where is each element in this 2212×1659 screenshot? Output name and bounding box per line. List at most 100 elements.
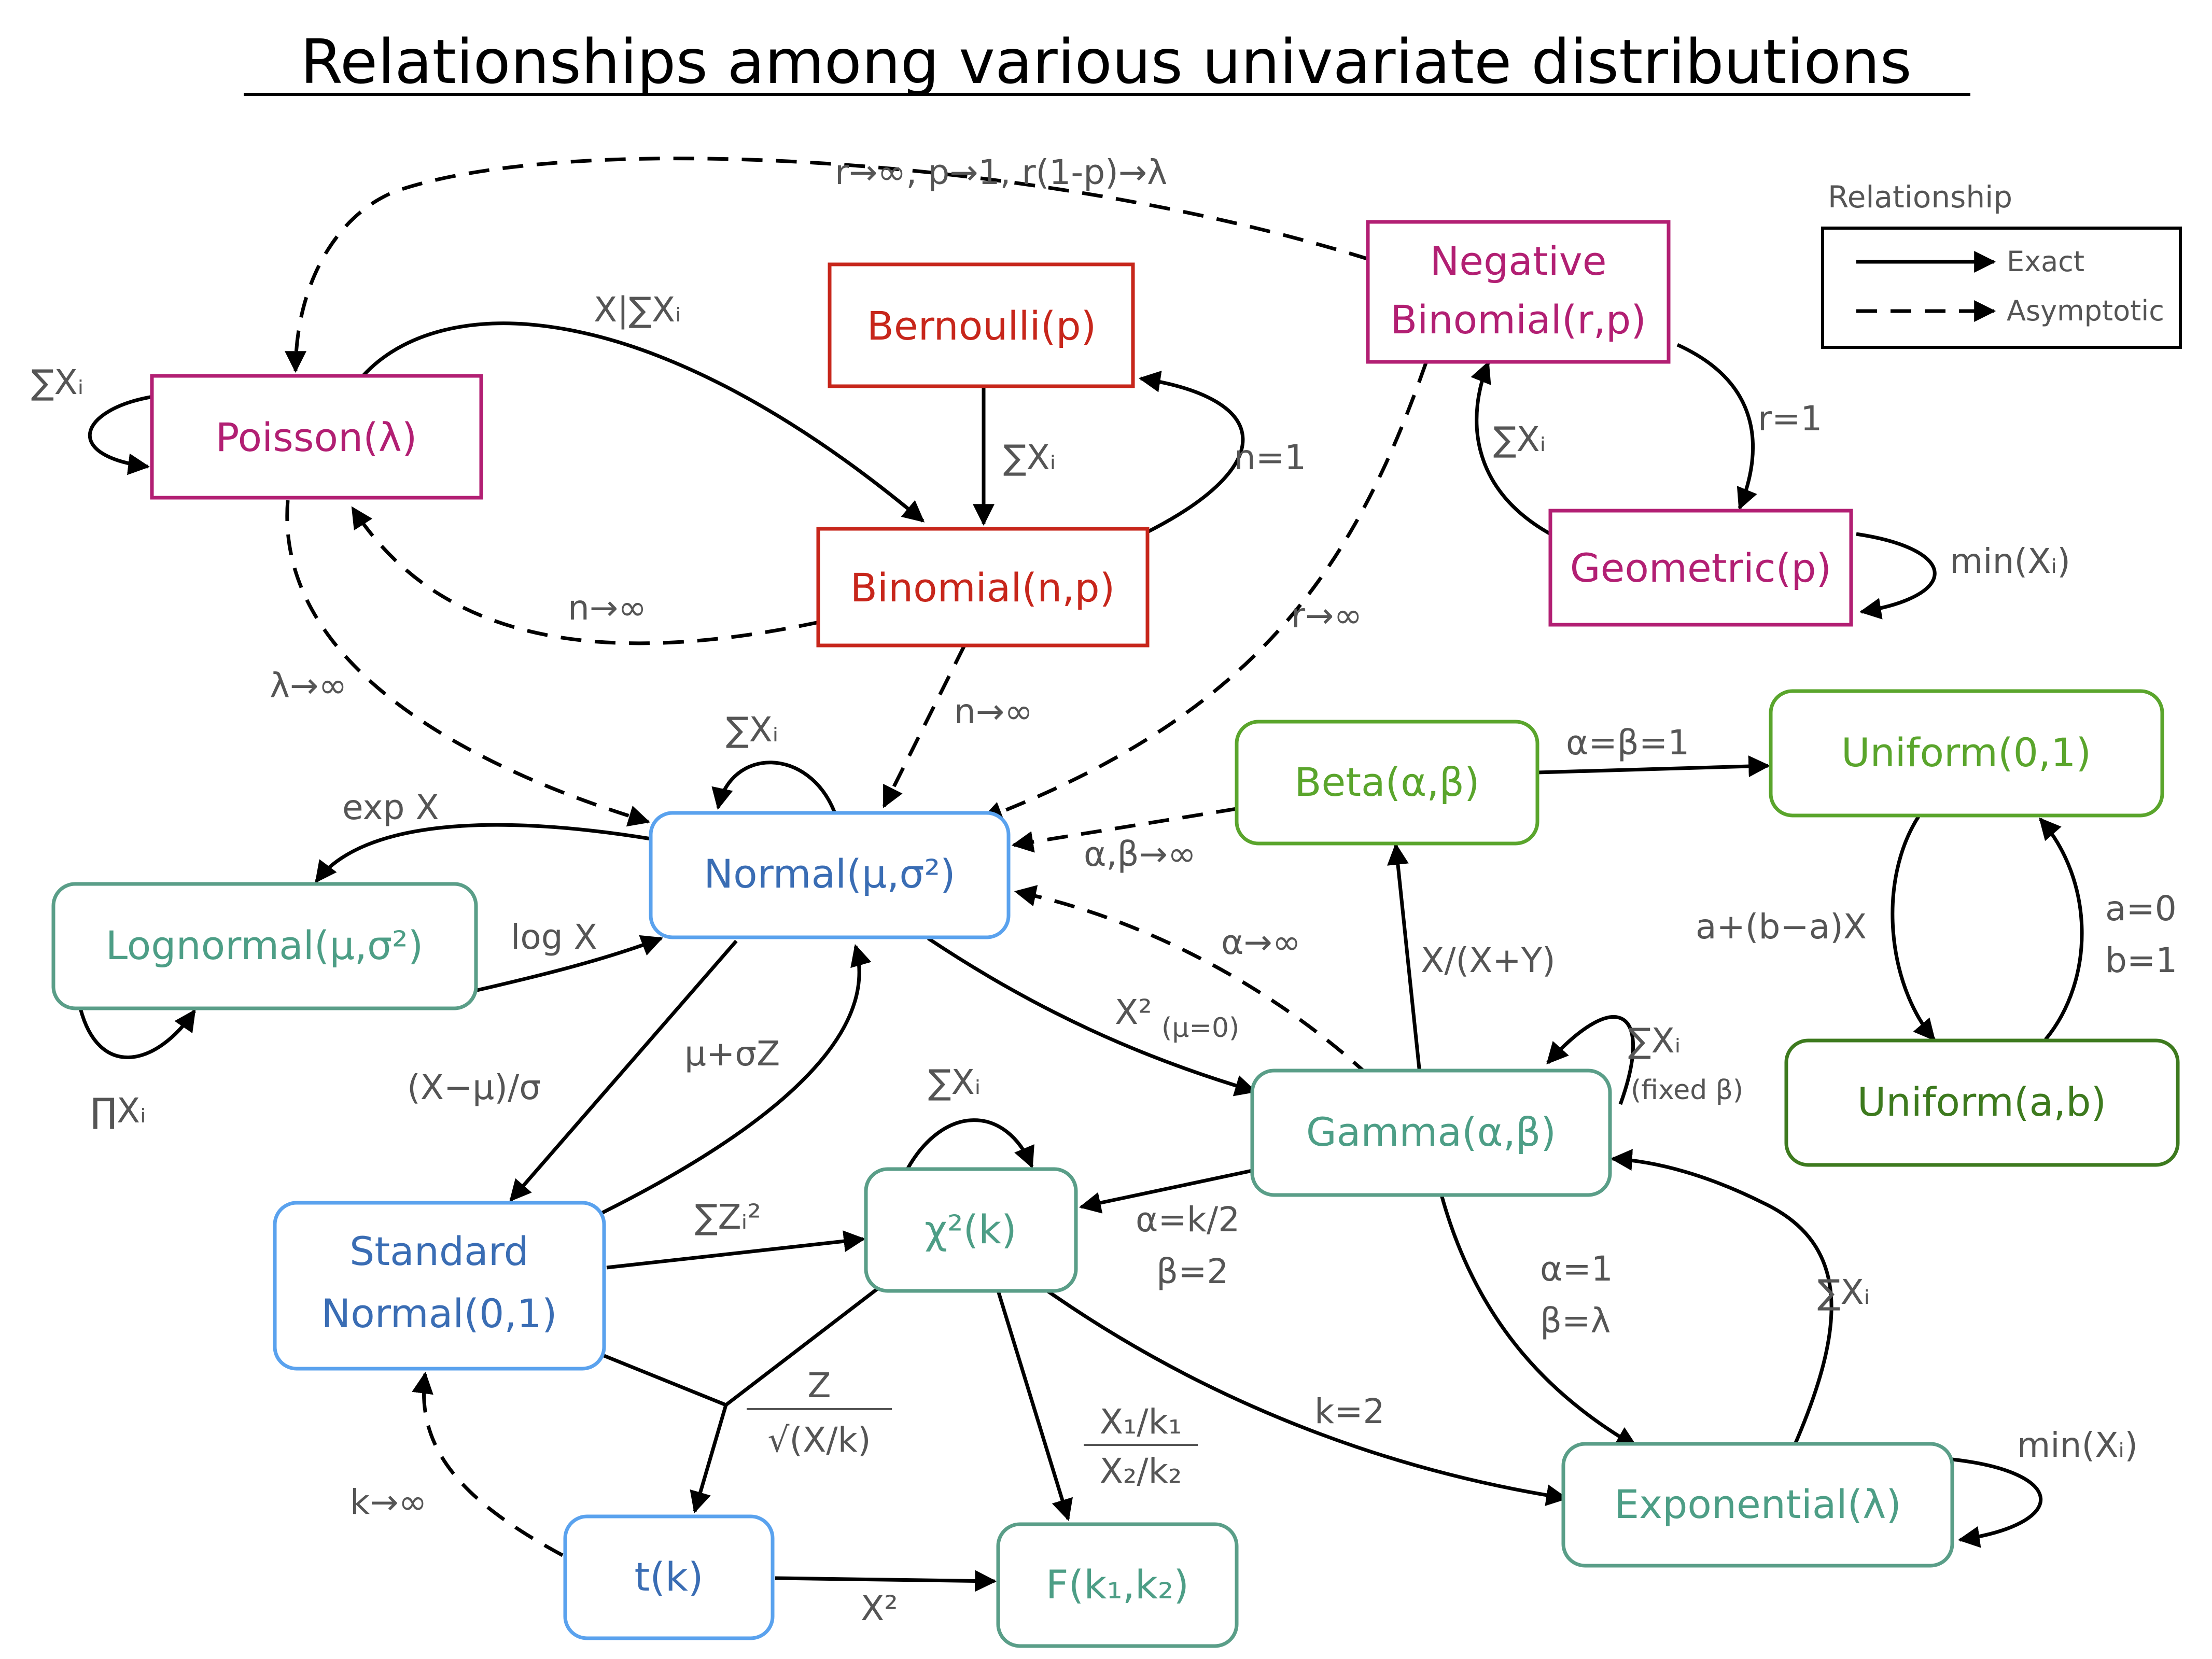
edge-negbin-poisson [285, 157, 1370, 373]
legend-box [1821, 227, 2182, 349]
label-lognormal-self: ∏Xᵢ [91, 1091, 146, 1131]
legend-asymptotic-label: Asymptotic [2007, 294, 2164, 327]
node-standard-normal: Standard Normal(0,1) [273, 1201, 606, 1371]
label-exponential-self: min(Xᵢ) [2017, 1425, 2138, 1465]
node-gamma-label: Gamma(α,β) [1306, 1109, 1556, 1155]
edge-gamma-chi2 [1079, 1169, 1253, 1214]
edge-chi2-f [996, 1290, 1073, 1522]
edge-gamma-normal [1014, 885, 1370, 1077]
label-gamma-chi2-b: β=2 [1156, 1252, 1228, 1291]
edge-poisson-binomial [361, 321, 925, 523]
label-bernoulli-binomial: ∑Xᵢ [1003, 438, 1056, 477]
node-beta: Beta(α,β) [1235, 720, 1539, 846]
edge-chi2-self [905, 1118, 1034, 1170]
edge-normal-stdnormal [509, 939, 738, 1202]
node-chi-squared: χ²(k) [864, 1167, 1078, 1293]
node-exponential-box [1561, 1442, 1954, 1568]
edge-t-f [775, 1570, 997, 1592]
label-normal-lognormal: exp X [342, 788, 439, 827]
label-t-numerator: Z [807, 1366, 831, 1405]
node-chi2-label: χ²(k) [925, 1206, 1017, 1253]
label-negbin-poisson: r→∞, p→1, r(1-p)→λ [835, 152, 1167, 192]
label-beta-normal: α,β→∞ [1084, 834, 1196, 874]
node-binomial: Binomial(n,p) [816, 527, 1150, 648]
label-binomial-normal: n→∞ [954, 692, 1033, 732]
edge-uniform01-uniformab [1891, 816, 1936, 1042]
edge-stdnormal-chi2 [606, 1230, 866, 1270]
node-poisson-box [150, 374, 483, 500]
node-chi2-box [864, 1167, 1078, 1293]
node-normal-box [649, 811, 1011, 939]
edge-binomial-poisson [351, 506, 820, 645]
edge-binomial-normal [882, 644, 967, 808]
label-normal-gamma: X² [1115, 992, 1152, 1032]
node-stdnormal-box [273, 1201, 606, 1371]
edge-negbin-geometric [1676, 343, 1757, 510]
label-negbin-geometric: r=1 [1758, 399, 1822, 439]
node-negbin-label-2: Binomial(r,p) [1390, 297, 1646, 343]
edge-poisson-normal [285, 500, 651, 827]
node-f-box [996, 1522, 1239, 1648]
label-uniform-01-a: a=0 [2105, 889, 2177, 929]
node-gamma-box [1250, 1068, 1612, 1197]
node-bernoulli-box [828, 262, 1135, 388]
node-beta-label: Beta(α,β) [1294, 759, 1479, 805]
node-geometric-box [1548, 509, 1853, 627]
label-exponential-gamma: ∑Xᵢ [1817, 1272, 1870, 1312]
label-geometric-self: min(Xᵢ) [1950, 541, 2070, 581]
node-binomial-label: Binomial(n,p) [850, 565, 1115, 611]
label-geometric-negbin: ∑Xᵢ [1493, 419, 1546, 459]
node-poisson: Poisson(λ) [150, 374, 483, 500]
edge-stdnormal-normal [600, 944, 872, 1215]
node-normal: Normal(μ,σ²) [649, 811, 1011, 939]
page-title: Relationships among various univariate d… [300, 26, 1912, 97]
node-negbin-box [1366, 220, 1671, 364]
label-poisson-binomial: X|∑Xᵢ [594, 290, 681, 330]
node-bernoulli: Bernoulli(p) [828, 262, 1135, 388]
edge-poisson-self [88, 395, 153, 475]
node-stdnormal-label-1: Standard [349, 1228, 529, 1274]
node-lognormal-box [51, 882, 478, 1010]
label-beta-uniform: α=β=1 [1566, 723, 1689, 763]
node-poisson-label: Poisson(λ) [216, 414, 417, 460]
edge-binomial-bernoulli [1138, 371, 1245, 533]
label-f-denominator: X₂/k₂ [1100, 1451, 1182, 1491]
edge-gamma-self [1546, 1015, 1635, 1105]
label-stdnormal-normal: μ+σZ [684, 1034, 780, 1074]
label-poisson-self: ∑Xᵢ [31, 362, 83, 402]
edge-merge-t [690, 1404, 728, 1514]
edge-exponential-self [1952, 1457, 2043, 1548]
legend: Relationship Exact Asymptotic [1821, 179, 2182, 349]
label-stdnormal-chi2: ∑Zᵢ² [695, 1197, 761, 1237]
edge-exponential-gamma [1610, 1149, 1833, 1447]
node-exponential-label: Exponential(λ) [1614, 1481, 1901, 1527]
label-normal-self: ∑Xᵢ [726, 710, 778, 750]
label-gamma-chi2-a: α=k/2 [1136, 1200, 1240, 1240]
edge-normal-gamma [927, 937, 1257, 1096]
node-beta-box [1235, 720, 1539, 846]
node-uniformab-box [1784, 1038, 2180, 1167]
node-lognormal: Lognormal(μ,σ²) [51, 882, 478, 1010]
node-negative-binomial: Negative Binomial(r,p) [1366, 220, 1671, 364]
node-normal-label: Normal(μ,σ²) [704, 851, 955, 897]
edge-stdnormal-t [603, 1354, 727, 1407]
label-binomial-bernoulli: n=1 [1234, 438, 1306, 477]
label-binomial-poisson: n→∞ [568, 588, 647, 628]
node-t-box [563, 1514, 775, 1640]
edges [78, 157, 2084, 1592]
label-t-f: X² [861, 1588, 898, 1628]
node-uniformab-label: Uniform(a,b) [1857, 1079, 2106, 1125]
node-geometric-label: Geometric(p) [1570, 545, 1831, 591]
node-f: F(k₁,k₂) [996, 1522, 1239, 1648]
node-f-label: F(k₁,k₂) [1046, 1562, 1189, 1608]
label-gamma-self: ∑Xᵢ [1628, 1021, 1681, 1061]
label-lognormal-normal: log X [511, 917, 597, 957]
label-uniform-ab: a+(b−a)X [1696, 907, 1867, 947]
node-binomial-box [816, 527, 1150, 648]
node-uniform01-box [1769, 689, 2164, 818]
node-exponential: Exponential(λ) [1561, 1442, 1954, 1568]
nodes: Poisson(λ) Bernoulli(p) Binomial(n,p) Ne… [51, 220, 2180, 1648]
edge-lognormal-normal [477, 935, 663, 992]
legend-title: Relationship [1828, 179, 2012, 215]
label-t-stdnormal: k→∞ [350, 1482, 427, 1522]
